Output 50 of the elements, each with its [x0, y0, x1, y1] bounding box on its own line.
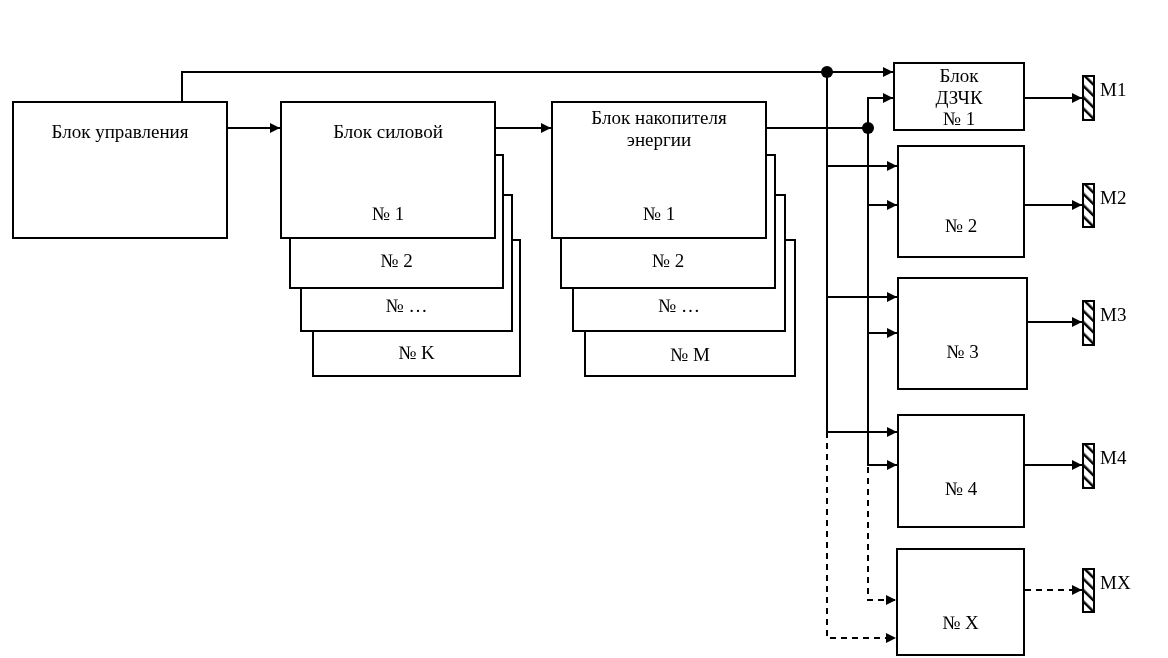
block-box [280, 101, 496, 239]
arrow [1024, 460, 1083, 470]
block-label: № X [941, 612, 980, 634]
bar-label: M1 [1100, 79, 1127, 101]
arrow [181, 71, 898, 437]
arrow [1024, 585, 1083, 595]
bar-label: M4 [1100, 447, 1127, 469]
block-label: № 1 [941, 108, 977, 130]
block-label: № … [384, 295, 429, 317]
block-label: № M [669, 344, 711, 366]
block-box [300, 288, 513, 332]
block-label: Блок управления [50, 121, 190, 143]
bar-label: M2 [1100, 187, 1127, 209]
block-box [572, 288, 786, 332]
arrow [227, 123, 281, 133]
block-box [289, 238, 504, 289]
arrow [181, 71, 897, 643]
block-label: № 3 [945, 341, 980, 363]
block-box [897, 414, 1025, 528]
bar-label: M3 [1100, 304, 1127, 326]
block-box [897, 277, 1028, 390]
hatched-bar [1082, 75, 1095, 121]
arrow [1024, 93, 1083, 103]
block-label: № K [397, 342, 436, 364]
block-box [551, 101, 767, 239]
arrow [1024, 200, 1083, 210]
block-box [560, 238, 776, 289]
bar-label: MX [1100, 572, 1131, 594]
block-label: Блок силовой [332, 121, 444, 143]
block-label: № 2 [650, 250, 686, 272]
block-box [12, 101, 228, 239]
block-label: № … [657, 295, 701, 317]
hatched-bar [1082, 443, 1095, 489]
block-label: Блок накопителя энергии [590, 107, 728, 151]
block-box [896, 548, 1025, 656]
block-label: № 2 [379, 250, 414, 272]
block-box [312, 331, 521, 377]
block-box [584, 331, 796, 377]
block-label: № 1 [641, 203, 677, 225]
block-box [897, 145, 1025, 258]
hatched-bar [1082, 568, 1095, 613]
hatched-bar [1082, 183, 1095, 228]
arrow [495, 123, 552, 133]
block-label: № 2 [943, 215, 979, 237]
arrow [1027, 317, 1083, 327]
block-label: Блок ДЗЧК [934, 65, 984, 109]
block-label: № 4 [943, 478, 979, 500]
hatched-bar [1082, 300, 1095, 346]
block-box [893, 62, 1025, 131]
block-label: № 1 [370, 203, 406, 225]
